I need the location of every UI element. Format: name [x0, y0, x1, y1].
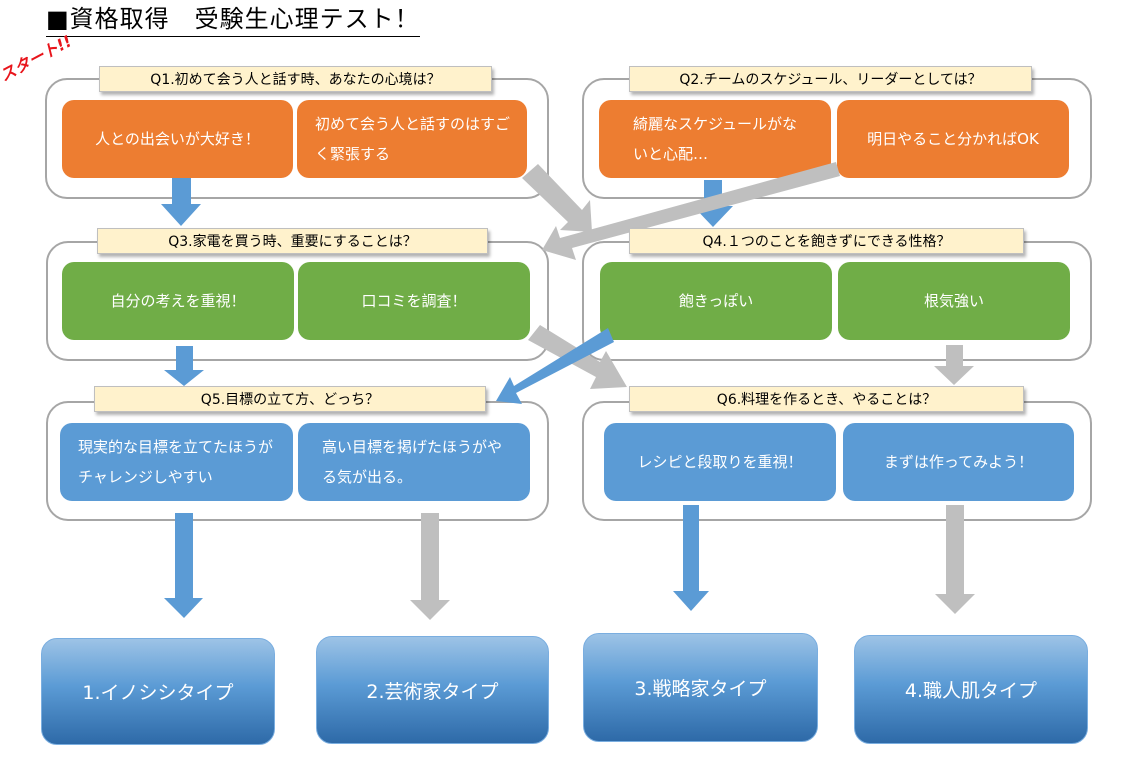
- q6-label: Q6.料理を作るとき、やることは？: [629, 386, 1024, 412]
- result-4-craftsman[interactable]: 4.職人肌タイプ: [854, 635, 1088, 744]
- q6-option-1[interactable]: レシピと段取りを重視！: [604, 423, 836, 501]
- q4-option-1[interactable]: 飽きっぽい: [600, 262, 832, 340]
- arrow-q5-to-result2: [410, 513, 450, 620]
- result-3-strategist[interactable]: 3.戦略家タイプ: [583, 633, 818, 742]
- q1-option-2[interactable]: 初めて会う人と話すのはすごく緊張する: [297, 100, 527, 178]
- q2-option-1[interactable]: 綺麗なスケジュールがないと心配…: [599, 100, 831, 178]
- q5-option-2[interactable]: 高い目標を掲げたほうがやる気が出る。: [298, 423, 530, 501]
- q2-option-2[interactable]: 明日やること分かればOK: [837, 100, 1069, 178]
- q3-option-2[interactable]: 口コミを調査！: [298, 262, 530, 340]
- arrow-q6-to-result4: [935, 505, 975, 614]
- result-1-inoshishi[interactable]: 1.イノシシタイプ: [41, 638, 275, 745]
- q6-option-2[interactable]: まずは作ってみよう！: [843, 423, 1074, 501]
- q5-option-1[interactable]: 現実的な目標を立てたほうがチャレンジしやすい: [60, 423, 293, 501]
- q3-option-1[interactable]: 自分の考えを重視！: [62, 262, 294, 340]
- q3-label: Q3.家電を買う時、重要にすることは？: [97, 228, 488, 254]
- q1-label: Q1.初めて会う人と話す時、あなたの心境は？: [99, 66, 492, 92]
- q5-label: Q5.目標の立て方、どっち？: [94, 386, 486, 412]
- q1-option-1[interactable]: 人との出会いが大好き！: [62, 100, 293, 178]
- arrow-q5-to-result1: [164, 513, 203, 618]
- q4-option-2[interactable]: 根気強い: [838, 262, 1070, 340]
- q2-label: Q2.チームのスケジュール、リーダーとしては？: [629, 66, 1032, 92]
- q4-label: Q4.１つのことを飽きずにできる性格？: [629, 228, 1024, 254]
- result-2-artist[interactable]: 2.芸術家タイプ: [316, 636, 549, 744]
- page-title: ■資格取得 受験生心理テスト！: [46, 4, 420, 37]
